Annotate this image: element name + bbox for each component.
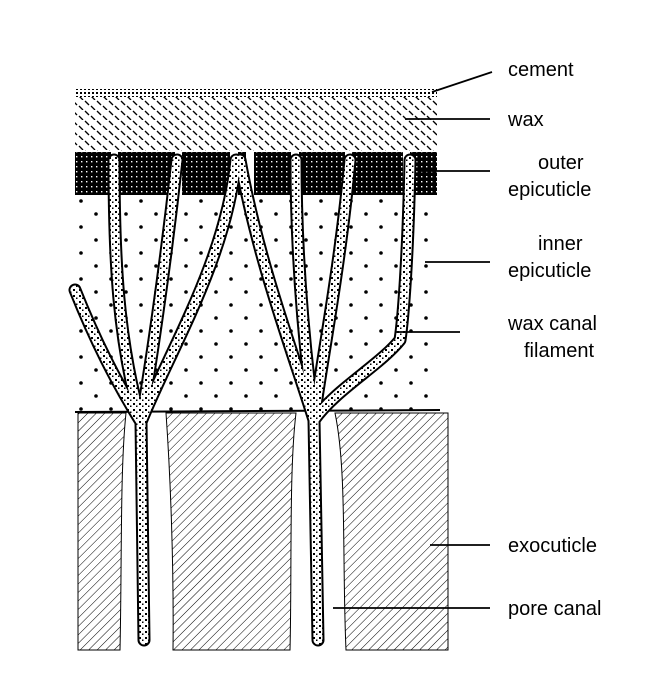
label-inner-epicuticle-line1: inner [538, 233, 583, 255]
label-exocuticle: exocuticle [508, 535, 597, 557]
cement-layer [75, 89, 437, 97]
leader-lines [333, 71, 493, 609]
label-wax-canal-filament-line1: wax canal [507, 313, 597, 335]
label-inner-epicuticle-line2: epicuticle [508, 260, 591, 282]
label-cement: cement [508, 59, 574, 81]
wax-canal-filaments [68, 153, 417, 647]
label-pore-canal: pore canal [508, 598, 601, 620]
label-wax-canal-filament-line2: filament [524, 340, 594, 362]
outer-epicuticle-layer [75, 152, 437, 195]
exocuticle-layer [77, 412, 449, 651]
label-wax: wax [507, 109, 544, 131]
wax-layer [75, 97, 437, 151]
label-outer-epicuticle-line2: epicuticle [508, 179, 591, 201]
label-outer-epicuticle-line1: outer [538, 152, 584, 174]
